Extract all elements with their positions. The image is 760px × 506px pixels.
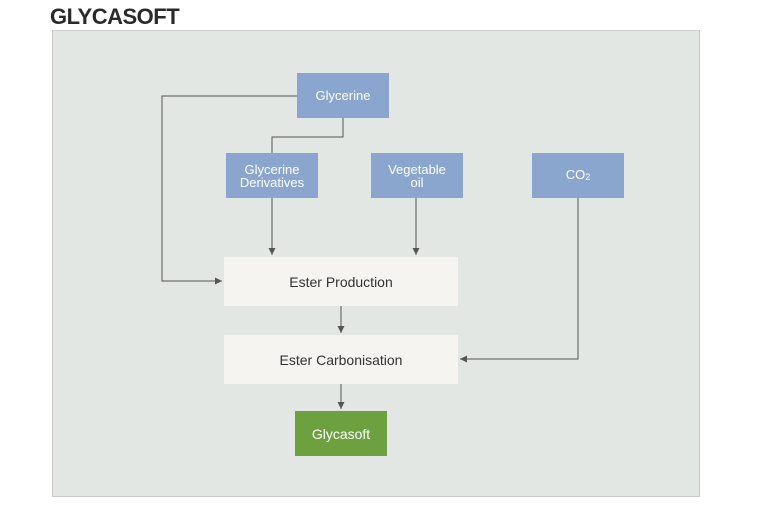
- node-glycasoft: Glycasoft: [295, 411, 387, 456]
- node-glycerine-derivatives-label-line1: Glycerine: [244, 161, 300, 177]
- node-ester-production-label: Ester Production: [289, 273, 393, 290]
- node-co2-label-subscript: 2: [585, 171, 591, 182]
- node-vegetable-oil: Vegetable oil: [371, 153, 463, 198]
- node-vegetable-oil-label-line2: oil: [410, 174, 424, 190]
- connector-glycerine-to-derivatives: [271, 118, 344, 153]
- node-co2-label: CO2: [566, 168, 591, 184]
- node-co2-label-base: CO: [565, 166, 586, 182]
- node-glycerine-label: Glycerine: [315, 88, 371, 103]
- node-glycerine: Glycerine: [297, 73, 389, 118]
- node-ester-carbonisation: Ester Carbonisation: [224, 335, 458, 384]
- node-ester-production: Ester Production: [224, 257, 458, 306]
- node-glycerine-derivatives: Glycerine Derivatives: [226, 153, 318, 198]
- node-ester-carbonisation-label: Ester Carbonisation: [279, 351, 403, 368]
- connector-co2-to-ester-carbonisation: [460, 198, 579, 363]
- connector-glycerine-to-ester-production: [161, 95, 297, 285]
- node-co2: CO2: [532, 153, 624, 198]
- node-glycasoft-label: Glycasoft: [311, 425, 371, 442]
- page-title: GLYCASOFT: [50, 4, 180, 29]
- node-glycerine-derivatives-label-line2: Derivatives: [239, 174, 305, 190]
- node-vegetable-oil-label-line1: Vegetable: [388, 161, 446, 177]
